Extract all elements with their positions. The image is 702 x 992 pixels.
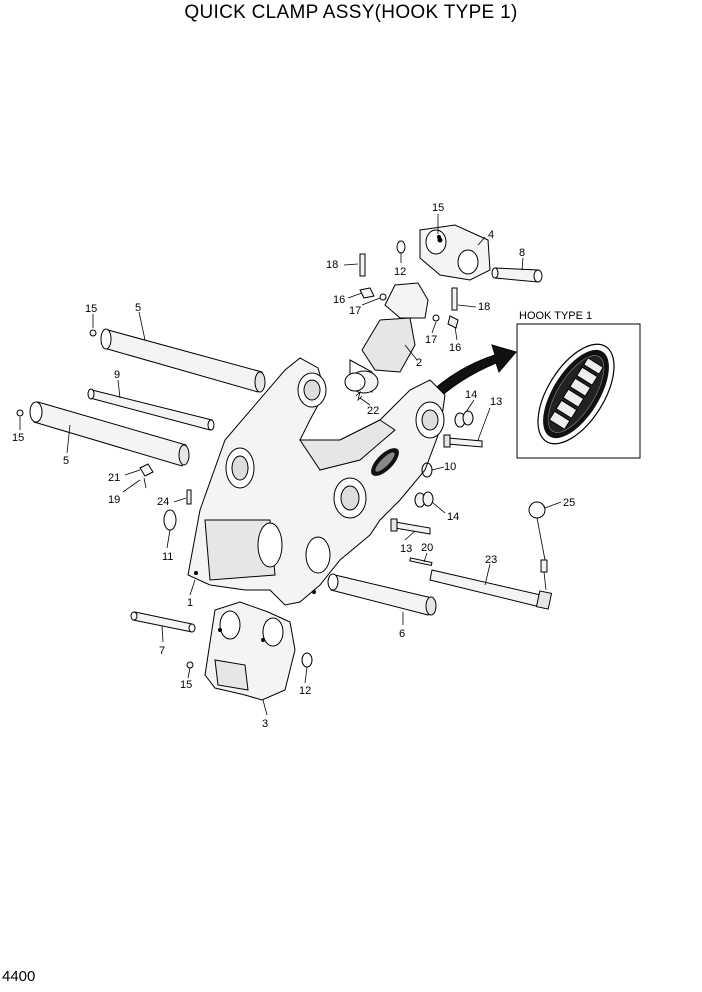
- callout-13: 13: [490, 396, 502, 408]
- callout-5: 5: [135, 302, 141, 314]
- pin-5-lower: [29, 401, 190, 467]
- callout-22: 22: [367, 405, 379, 417]
- lock-pin-25: [528, 501, 548, 591]
- page-title: QUICK CLAMP ASSY(HOOK TYPE 1): [184, 2, 518, 23]
- hook-type-inset: HOOK TYPE 1: [516, 310, 641, 459]
- callout-15: 15: [85, 303, 97, 315]
- callouts: 15 4 8 18 12 16 18 17 17 16 2 22 5 15 9 …: [12, 202, 575, 730]
- page-number: 4400: [2, 968, 36, 985]
- callout-16: 16: [449, 342, 461, 354]
- callout-25: 25: [563, 497, 575, 509]
- bolt-23: [429, 569, 553, 610]
- callout-1: 1: [187, 597, 193, 609]
- pin-9: [87, 388, 215, 431]
- leader-lines: [19, 214, 562, 716]
- callout-14: 14: [447, 511, 459, 523]
- callout-17: 17: [425, 334, 437, 346]
- callout-17: 17: [349, 305, 361, 317]
- hook-emblem: [537, 343, 615, 445]
- callout-15: 15: [180, 679, 192, 691]
- pin-5-upper: [100, 328, 266, 393]
- callout-21: 21: [108, 472, 120, 484]
- callout-9: 9: [114, 369, 120, 381]
- lower-hook-block: [204, 601, 296, 701]
- callout-23: 23: [485, 554, 497, 566]
- callout-18: 18: [478, 301, 490, 313]
- callout-2: 2: [416, 357, 422, 369]
- pin-6: [327, 573, 437, 616]
- main-frame: [187, 357, 446, 606]
- inset-title: HOOK TYPE 1: [519, 310, 592, 322]
- callout-19: 19: [108, 494, 120, 506]
- callout-12: 12: [299, 685, 311, 697]
- callout-15: 15: [432, 202, 444, 214]
- callout-5: 5: [63, 455, 69, 467]
- hydraulic-cylinder: [344, 282, 429, 394]
- callout-8: 8: [519, 247, 525, 259]
- callout-13: 13: [400, 543, 412, 555]
- callout-15: 15: [12, 432, 24, 444]
- callout-18: 18: [326, 259, 338, 271]
- callout-20: 20: [421, 542, 433, 554]
- pin-7: [130, 611, 196, 633]
- callout-6: 6: [399, 628, 405, 640]
- callout-7: 7: [159, 645, 165, 657]
- hook-block: [419, 224, 491, 281]
- small-hardware: [16, 235, 483, 669]
- callout-24: 24: [157, 496, 169, 508]
- callout-10: 10: [444, 461, 456, 473]
- callout-14: 14: [465, 389, 477, 401]
- pin-8: [491, 267, 543, 283]
- callout-16: 16: [333, 294, 345, 306]
- callout-11: 11: [162, 551, 173, 563]
- callout-4: 4: [488, 229, 494, 241]
- callout-12: 12: [394, 266, 406, 278]
- callout-3: 3: [262, 718, 268, 730]
